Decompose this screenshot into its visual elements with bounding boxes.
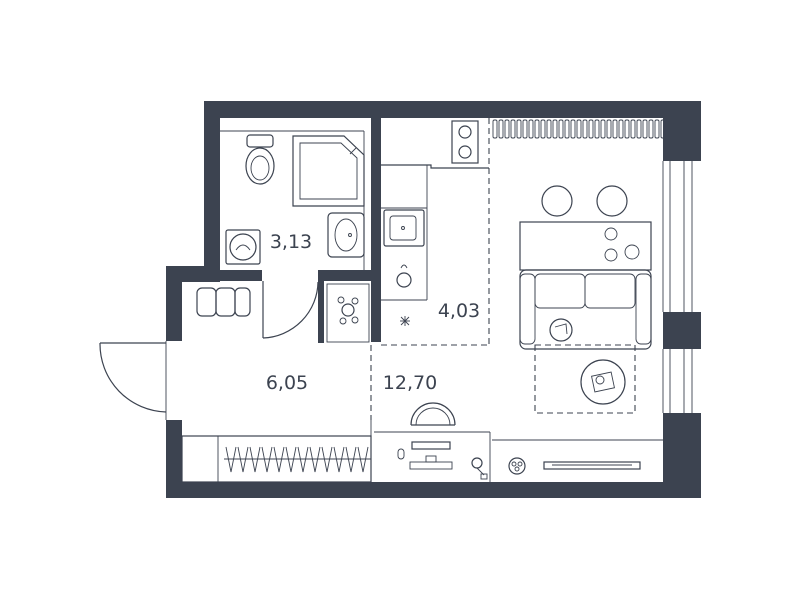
stove-icon [451,120,479,164]
sparkle-icon [400,316,410,326]
window-right-upper [662,161,693,312]
round-table-icon [580,359,626,405]
plant-pot-icon [326,283,370,343]
area-label-bathroom: 3,13 [270,231,312,253]
curtain-icon [492,119,666,139]
kitchen-sink-icon [383,209,425,247]
exterior-walls [166,101,701,498]
area-label-kitchen: 4,03 [438,300,480,322]
washing-machine-icon [225,229,261,265]
interior-walls [220,118,381,343]
sofa-icon [519,269,652,350]
plant-icon [508,457,526,475]
kettle-icon [396,264,412,288]
entrance-door-icon [99,341,167,420]
toilet-icon [245,134,275,185]
chair-icon [410,402,456,426]
tv-stand-icon [492,439,663,470]
bathroom-door-icon [262,281,319,339]
sink-icon [327,212,365,258]
window-right-lower [662,349,693,413]
decor-icon [604,227,640,262]
area-label-hallway: 6,05 [266,372,308,394]
lamp-icon [471,457,488,480]
dining-table-icon [519,185,652,271]
wardrobe-icon [181,435,372,483]
shower-icon [292,135,365,207]
kitchen-counter [381,118,490,346]
area-label-living: 12,70 [383,372,437,394]
rug-outline [534,344,636,414]
desk-icon [374,431,491,482]
armchair-icon [549,318,573,342]
shoe-rack-icon [196,287,251,317]
